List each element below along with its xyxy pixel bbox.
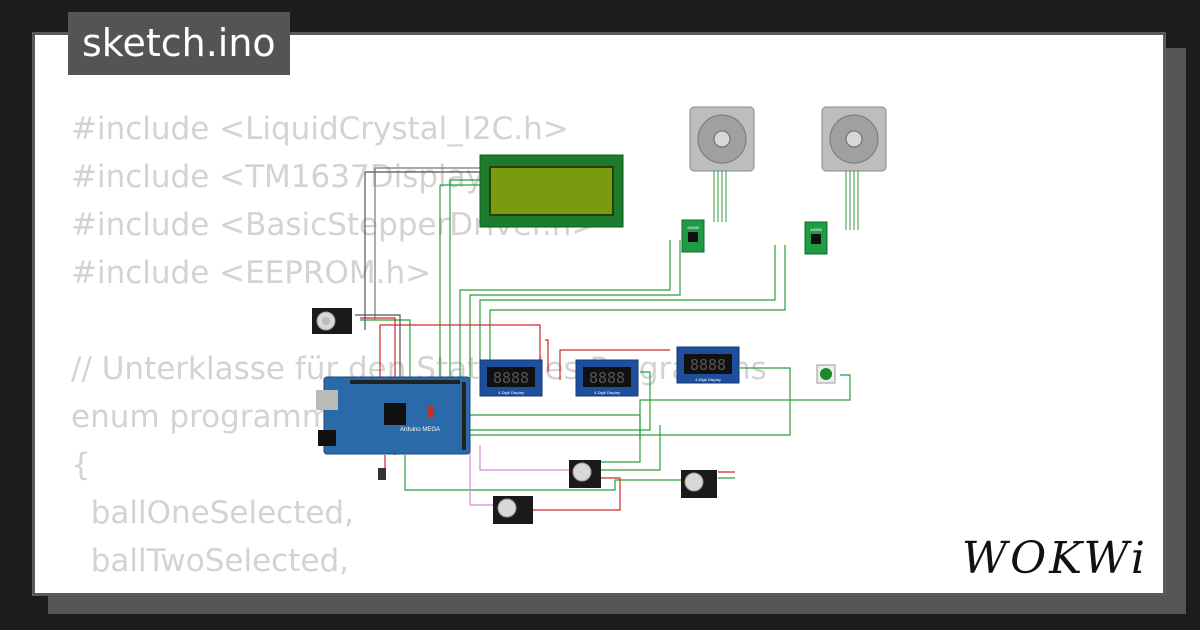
wokwi-logo: WOKWi <box>961 533 1148 584</box>
seven-segment-display-1: 8888 4-Digit Display <box>479 359 543 397</box>
rotary-encoder-4 <box>493 496 533 524</box>
svg-text:8888: 8888 <box>690 356 726 374</box>
arduino-label: Arduino MEGA <box>400 427 440 433</box>
wires <box>355 167 851 511</box>
stepper-motor-1 <box>689 106 755 222</box>
display-label: 4-Digit Display <box>498 390 524 395</box>
preview-card: #include <LiquidCrystal_I2C.h> #include <… <box>32 32 1166 596</box>
svg-text:8888: 8888 <box>589 369 625 387</box>
display-label: 4-Digit Display <box>594 390 620 395</box>
rotary-encoder-2 <box>569 460 601 488</box>
push-button <box>816 364 836 384</box>
stepper-motor-2 <box>821 106 887 230</box>
driver-label: A4988 <box>687 225 699 230</box>
code-line: #include <EEPROM.h> <box>71 255 432 291</box>
filename-tab[interactable]: sketch.ino <box>68 12 290 75</box>
seven-segment-display-2: 8888 4-Digit Display <box>575 359 639 397</box>
code-line: ballTwoSelected, <box>71 543 349 579</box>
code-line: { <box>71 447 91 483</box>
stepper-driver-2: A4988 <box>804 221 828 255</box>
arduino-mega-board: Arduino MEGA <box>316 376 471 455</box>
code-line: #include <LiquidCrystal_I2C.h> <box>71 111 569 147</box>
display-label: 4-Digit Display <box>695 377 721 382</box>
rotary-encoder-3 <box>681 470 717 498</box>
rotary-encoder-1 <box>312 308 352 334</box>
stepper-driver-1: A4988 <box>681 219 705 253</box>
code-line: ballOneSelected, <box>71 495 354 531</box>
seven-segment-display-3: 8888 4-Digit Display <box>676 346 740 384</box>
driver-label: A4988 <box>810 227 822 232</box>
svg-text:8888: 8888 <box>493 369 529 387</box>
lcd-display <box>479 154 624 228</box>
slide-switch <box>378 468 386 480</box>
